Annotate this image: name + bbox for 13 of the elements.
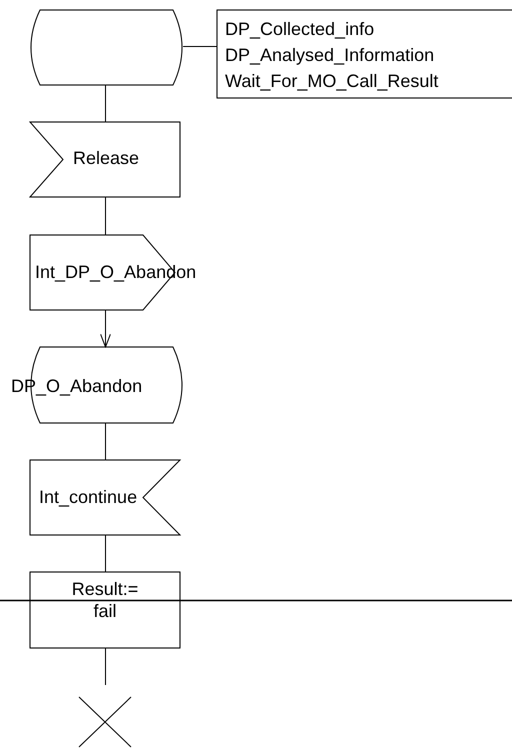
flow-line [105,84,106,122]
state-name: DP_Analysed_Information [225,45,434,66]
flow-line [105,534,106,572]
symbol-label: Release [73,148,140,169]
symbol-label: Int_continue [39,487,138,508]
state-name: DP_Collected_info [225,19,374,40]
state-name: Wait_For_MO_Call_Result [225,71,438,92]
flow-line [182,46,218,47]
flow-line [105,648,106,686]
flow-line [105,422,106,460]
flow-line [105,196,106,236]
symbol-label: Result:= fail [70,578,140,622]
flow-arrow [100,310,111,348]
